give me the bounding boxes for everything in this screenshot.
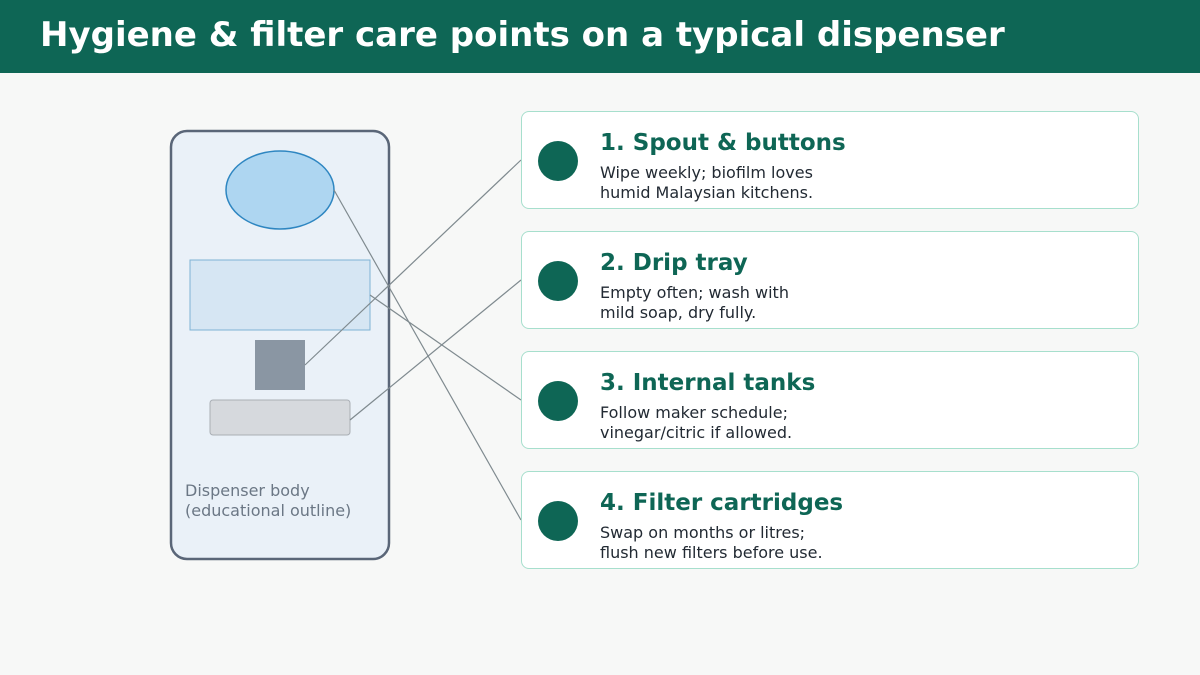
card-drip-tray: 2. Drip tray Empty often; wash with mild… — [521, 231, 1139, 329]
marker-dot — [538, 381, 578, 421]
card-description-line1: Empty often; wash with — [600, 283, 789, 302]
card-description-line2: vinegar/citric if allowed. — [600, 423, 793, 442]
internal-tank — [225, 150, 335, 230]
card-description-line1: Swap on months or litres; — [600, 523, 806, 542]
card-internal-tanks: 3. Internal tanks Follow maker schedule;… — [521, 351, 1139, 449]
page-title: Hygiene & filter care points on a typica… — [40, 15, 1005, 55]
marker-dot — [538, 141, 578, 181]
card-description-line1: Follow maker schedule; — [600, 403, 788, 422]
connector-filter-cartridges — [333, 189, 522, 521]
connector-spout — [304, 159, 522, 366]
drip-tray — [209, 399, 351, 436]
card-description: Swap on months or litres; flush new filt… — [600, 523, 823, 563]
card-title: 2. Drip tray — [600, 250, 748, 276]
filter-cartridge-area — [189, 259, 371, 331]
dispenser-caption: Dispenser body (educational outline) — [185, 481, 351, 521]
card-description-line1: Wipe weekly; biofilm loves — [600, 163, 813, 182]
spout-and-buttons — [255, 340, 305, 390]
card-title: 4. Filter cartridges — [600, 490, 844, 516]
card-description-line2: mild soap, dry fully. — [600, 303, 757, 322]
connector-drip-tray — [349, 279, 522, 421]
connector-internal-tanks — [369, 294, 522, 401]
card-description-line2: flush new filters before use. — [600, 543, 823, 562]
card-title: 3. Internal tanks — [600, 370, 816, 396]
card-description-line2: humid Malaysian kitchens. — [600, 183, 814, 202]
card-filter-cartridges: 4. Filter cartridges Swap on months or l… — [521, 471, 1139, 569]
dispenser-caption-line2: (educational outline) — [185, 501, 352, 520]
header-bar: Hygiene & filter care points on a typica… — [0, 0, 1200, 73]
card-title: 1. Spout & buttons — [600, 130, 846, 156]
card-description: Wipe weekly; biofilm loves humid Malaysi… — [600, 163, 813, 203]
card-description: Empty often; wash with mild soap, dry fu… — [600, 283, 789, 323]
marker-dot — [538, 501, 578, 541]
card-description: Follow maker schedule; vinegar/citric if… — [600, 403, 792, 443]
dispenser-caption-line1: Dispenser body — [185, 481, 310, 500]
marker-dot — [538, 261, 578, 301]
card-spout-buttons: 1. Spout & buttons Wipe weekly; biofilm … — [521, 111, 1139, 209]
